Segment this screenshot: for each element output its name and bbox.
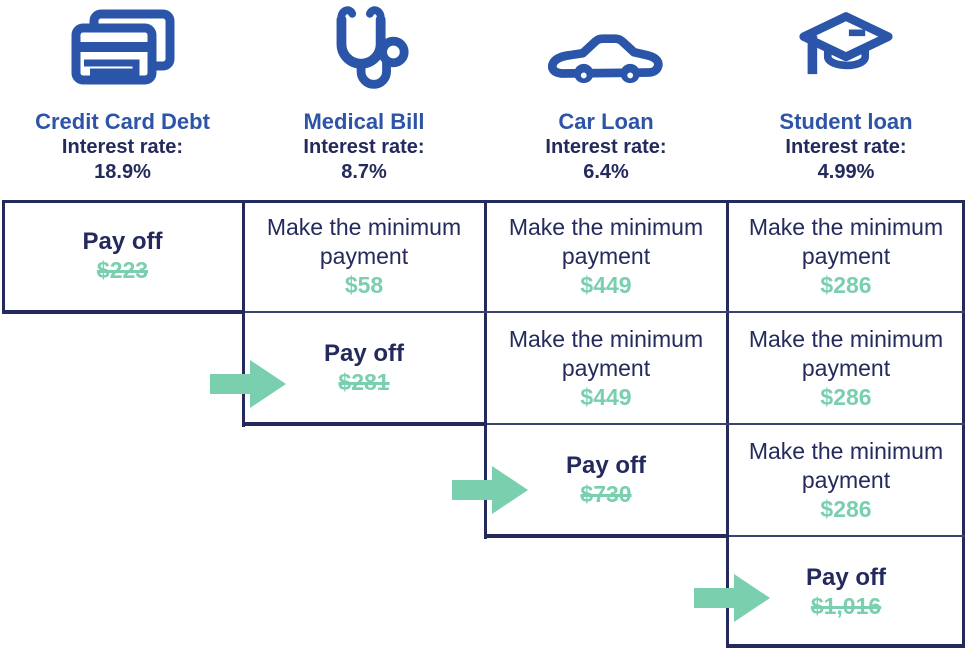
cell-amount: $1,016 — [810, 593, 882, 619]
cell-amount: $281 — [338, 369, 390, 395]
cell-minimum-student-loan-step1: Make the minimum payment $286 — [731, 204, 961, 308]
cell-action: Pay off — [323, 340, 404, 367]
cell-action: Make the minimum payment — [748, 325, 944, 381]
next-step-arrow-icon — [452, 466, 528, 514]
cell-action: Pay off — [82, 228, 163, 255]
cell-amount: $286 — [820, 271, 872, 298]
cell-action: Make the minimum payment — [748, 437, 944, 493]
interest-rate-label: Interest rate: — [303, 136, 425, 158]
credit-cards-icon — [67, 0, 179, 104]
staircase-edge-step4 — [726, 644, 965, 648]
column-title: Medical Bill — [303, 109, 425, 134]
column-header-medical-bill: Medical Bill Interest rate: 8.7% — [243, 0, 485, 198]
interest-rate-label: Interest rate: — [61, 136, 184, 158]
cell-action: Make the minimum payment — [266, 213, 462, 269]
interest-rate-label: Interest rate: — [545, 136, 667, 158]
next-step-arrow-icon — [694, 574, 770, 622]
cell-amount: $730 — [580, 481, 632, 507]
cell-action: Pay off — [805, 564, 886, 591]
table-border-left — [2, 200, 5, 314]
interest-rate-value: 4.99% — [817, 161, 875, 183]
column-header-credit-card: Credit Card Debt Interest rate: 18.9% — [2, 0, 243, 198]
cell-amount: $223 — [96, 257, 149, 283]
row-separator — [729, 535, 965, 537]
column-title: Student loan — [779, 109, 913, 134]
cell-amount: $58 — [344, 271, 384, 298]
staircase-edge-step3 — [484, 534, 729, 538]
next-step-arrow-icon — [210, 360, 286, 408]
cell-amount: $449 — [580, 271, 632, 298]
column-title: Credit Card Debt — [35, 109, 210, 134]
cell-minimum-student-loan-step2: Make the minimum payment $286 — [731, 316, 961, 420]
cell-amount: $449 — [580, 383, 632, 410]
cell-action: Make the minimum payment — [508, 213, 704, 269]
table-border-top — [2, 200, 965, 203]
cell-action: Make the minimum payment — [508, 325, 704, 381]
staircase-edge-step2 — [242, 422, 487, 426]
cell-minimum-car-loan-step1: Make the minimum payment $449 — [489, 204, 723, 308]
cell-amount: $286 — [820, 495, 872, 522]
row-separator — [487, 423, 965, 425]
cell-minimum-student-loan-step3: Make the minimum payment $286 — [731, 428, 961, 532]
cell-payoff-credit-card: Pay off $223 — [6, 204, 239, 308]
interest-rate-label: Interest rate: — [785, 136, 907, 158]
cell-minimum-car-loan-step2: Make the minimum payment $449 — [489, 316, 723, 420]
interest-rate-value: 8.7% — [341, 161, 387, 183]
row-separator — [245, 311, 965, 313]
cell-action: Make the minimum payment — [748, 213, 944, 269]
column-header-student-loan: Student loan Interest rate: 4.99% — [727, 0, 965, 198]
cell-minimum-medical-bill-step1: Make the minimum payment $58 — [247, 204, 481, 308]
interest-rate-value: 18.9% — [94, 161, 151, 183]
table-border-col3 — [484, 200, 487, 539]
cell-amount: $286 — [820, 383, 872, 410]
cell-payoff-car-loan: Pay off $730 — [489, 428, 723, 532]
column-header-car-loan: Car Loan Interest rate: 6.4% — [485, 0, 727, 198]
column-title: Car Loan — [558, 109, 654, 134]
cell-action: Pay off — [565, 452, 646, 479]
staircase-edge-step1 — [2, 310, 245, 314]
graduation-cap-icon — [798, 0, 894, 104]
cell-payoff-medical-bill: Pay off $281 — [247, 316, 481, 420]
stethoscope-icon — [315, 0, 413, 104]
car-icon — [548, 0, 664, 104]
cell-payoff-student-loan: Pay off $1,016 — [731, 540, 961, 644]
interest-rate-value: 6.4% — [583, 161, 629, 183]
